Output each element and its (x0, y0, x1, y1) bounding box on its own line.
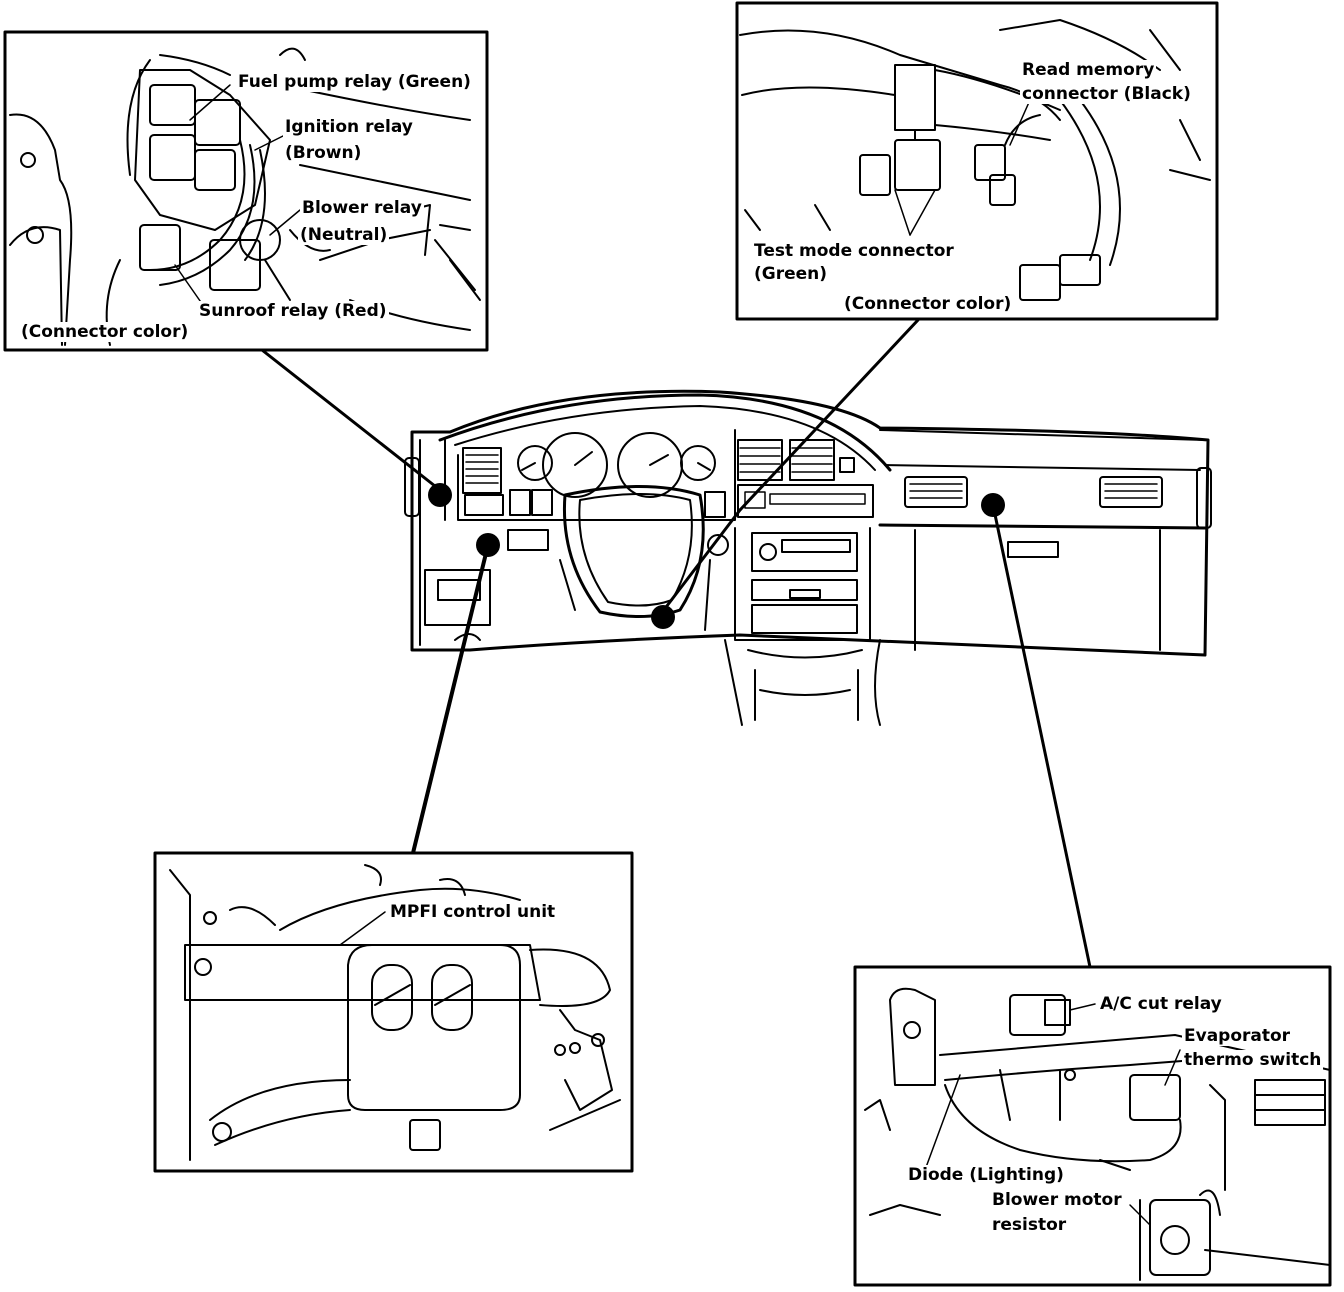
label-ac-cut-relay: A/C cut relay (1098, 994, 1224, 1014)
label-blower-motor-resistor: resistor (990, 1215, 1069, 1235)
panel-mpfi (153, 851, 634, 1173)
label-blower-relay-color: (Neutral) (298, 225, 390, 245)
marker-mpfi-unit (476, 533, 500, 557)
label-blower-relay: Blower relay (300, 198, 424, 218)
label-evaporator: Evaporator (1182, 1026, 1293, 1046)
label-read-memory: Read memory (1020, 60, 1157, 80)
label-evaporator-thermo-switch: thermo switch (1182, 1050, 1324, 1070)
label-test-mode-connector: Test mode connector (752, 241, 956, 261)
label-connector-color-left: (Connector color) (19, 322, 191, 342)
location-markers (428, 483, 1005, 629)
label-connector-color-right: (Connector color) (842, 294, 1014, 314)
label-diode-lighting: Diode (Lighting) (906, 1165, 1066, 1185)
dashboard-drawing (404, 389, 1212, 726)
label-blower-motor: Blower motor (990, 1190, 1124, 1210)
label-fuel-pump-relay: Fuel pump relay (Green) (236, 72, 473, 92)
marker-relay-cluster (428, 483, 452, 507)
label-test-mode-color: (Green) (752, 264, 830, 284)
panel-ac (853, 965, 1332, 1287)
label-ignition-relay-color: (Brown) (283, 143, 364, 163)
callout-leaders (260, 318, 1092, 969)
label-sunroof-relay: Sunroof relay (Red) (197, 301, 389, 321)
label-ignition-relay: Ignition relay (283, 117, 415, 137)
marker-ac-relay (981, 493, 1005, 517)
label-mpfi-control-unit: MPFI control unit (388, 902, 558, 922)
label-read-memory-color: connector (Black) (1020, 84, 1193, 104)
marker-test-connectors (651, 605, 675, 629)
